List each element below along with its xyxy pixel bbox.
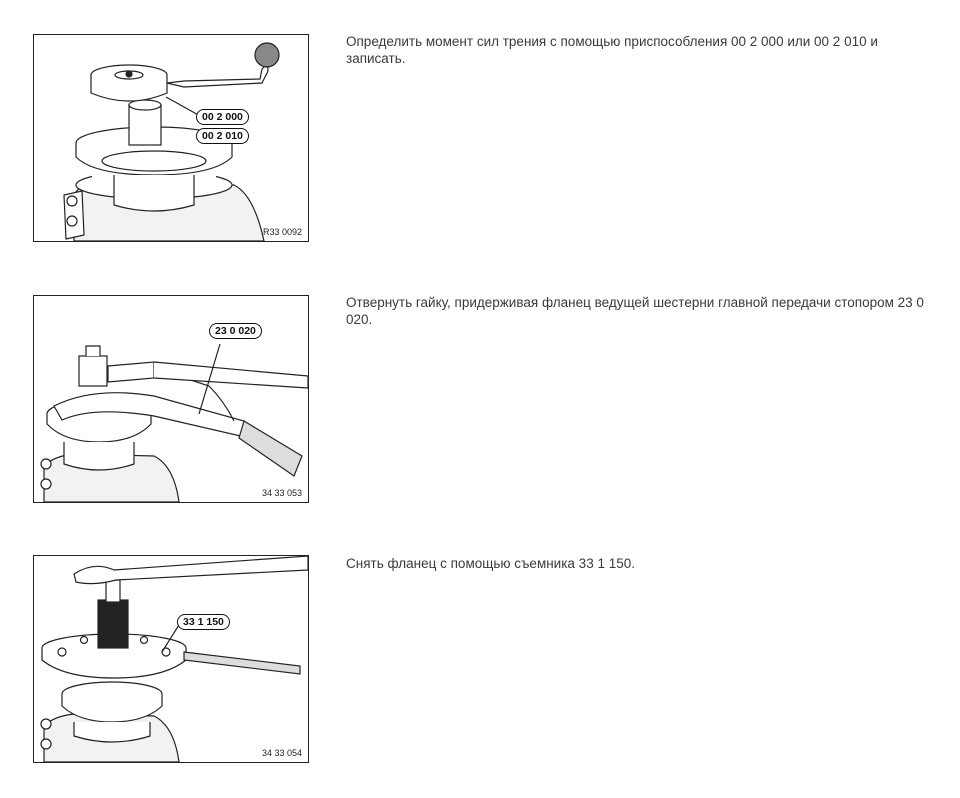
figure-code: 34 33 053 [261, 488, 302, 498]
step-1-illustration: 00 2 000 00 2 010 R33 0092 [33, 34, 309, 242]
figure-code: 34 33 054 [261, 748, 302, 758]
flange-puller-drawing [40, 556, 308, 762]
tool-tag-23-0-020: 23 0 020 [209, 323, 262, 339]
step-2-text: Отвернуть гайку, придерживая фланец веду… [346, 295, 924, 327]
step-3-illustration: 33 1 150 34 33 054 [33, 555, 309, 763]
tool-tag-00-2-010: 00 2 010 [196, 128, 249, 144]
tool-tag-00-2-000: 00 2 000 [196, 109, 249, 125]
torque-gauge-drawing [63, 42, 280, 241]
figure-code: R33 0092 [262, 227, 302, 237]
step-1-text: Определить момент сил трения с помощью п… [346, 34, 878, 66]
tool-tag-33-1-150: 33 1 150 [177, 614, 230, 630]
step-3-text: Снять фланец с помощью съемника 33 1 150… [346, 556, 635, 571]
step-2-illustration: 23 0 020 34 33 053 [33, 295, 309, 503]
flange-holder-drawing [40, 343, 308, 502]
